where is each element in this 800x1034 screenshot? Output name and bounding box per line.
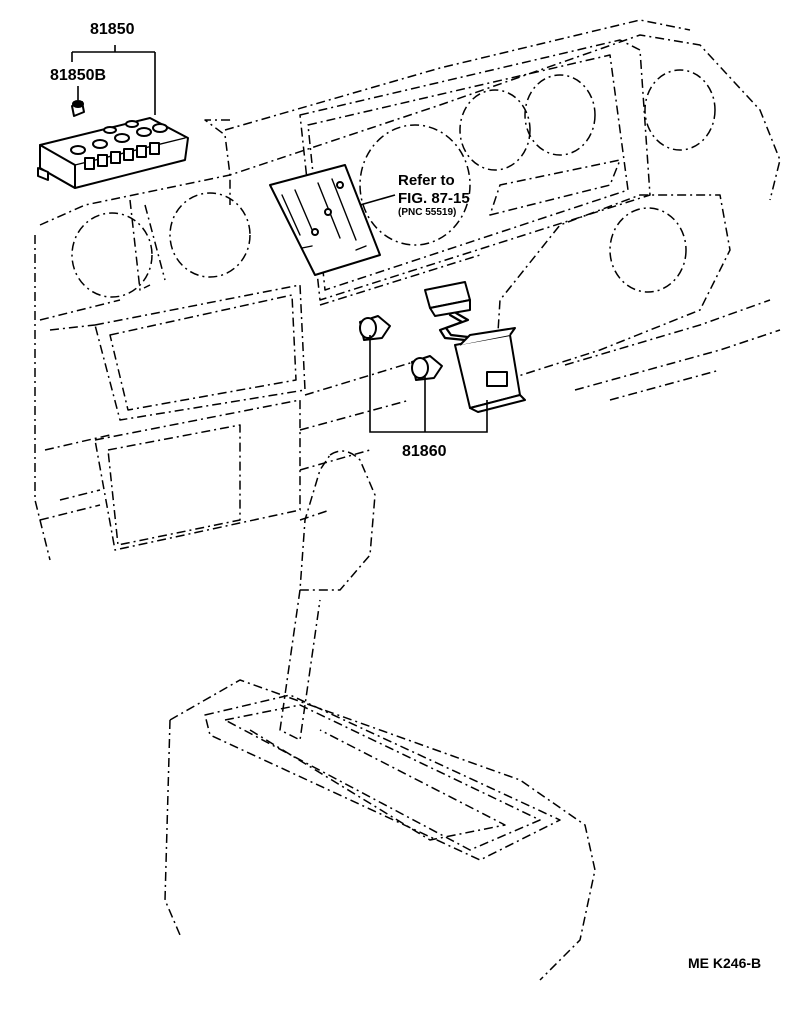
refer-line3: (PNC 55519)	[398, 207, 456, 218]
leader-lines	[71, 45, 488, 433]
label-81850b: 81850B	[50, 67, 106, 84]
figure-code: ME K246-B	[688, 955, 761, 971]
bulb-81860-b	[411, 355, 443, 381]
switch-panel-81850	[37, 117, 189, 189]
bulb-81860-a	[359, 315, 391, 341]
refer-line1: Refer to	[398, 172, 455, 189]
bulb-81850b	[71, 100, 85, 117]
switch-81860	[424, 281, 526, 413]
dashboard-outline	[34, 19, 781, 561]
heater-control-panel	[269, 164, 381, 276]
label-81860: 81860	[402, 443, 447, 460]
refer-line2: FIG. 87-15	[398, 190, 470, 207]
gauge-circles	[71, 69, 716, 298]
label-81850: 81850	[90, 21, 135, 38]
console-and-shifter	[164, 450, 596, 981]
